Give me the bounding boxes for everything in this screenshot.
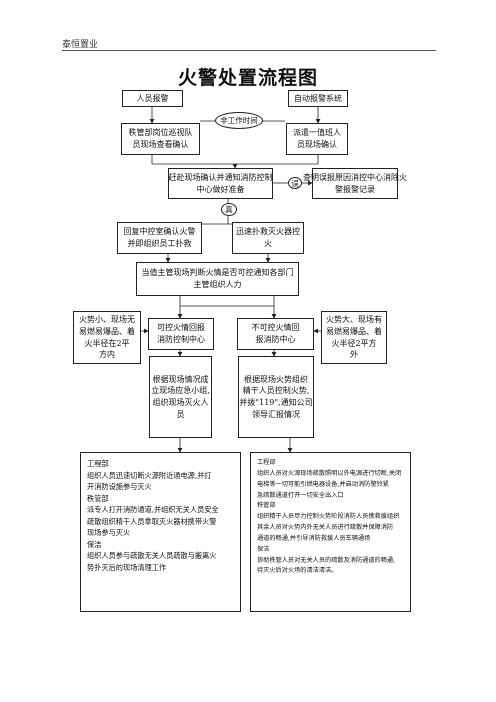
- uncontrollable-box: 不可控火情回报消防中心: [237, 318, 314, 350]
- person-report-box: 人员报警: [122, 90, 183, 107]
- header-divider: [62, 50, 436, 51]
- duties-left-box: 工程部 组织人员迅速切断火源附近通电源,并打 开消防设施参与灭火 秩管部 派专人…: [80, 452, 241, 612]
- manual-confirm-box: 秩管部岗位巡视队员现场查看确认: [121, 123, 200, 155]
- extinguish-box: 迅速扑救灭火器控火: [232, 222, 304, 254]
- false-alarm-oval: 误: [288, 177, 302, 189]
- small-fire-note-box: 火势小、现场无易燃易爆品、着火半径在2平方内: [73, 311, 141, 364]
- real-alarm-oval: 真: [221, 203, 237, 216]
- organize-rescue-box: 根据现场情况成立现场应急小组,组织现场灭火人员: [149, 356, 212, 438]
- large-fire-note-box: 火势大、现场有易燃易爆品、着火半径2平方外: [321, 311, 387, 364]
- duties-right-box: 工程部 组织人员对火源现场疏散照明以外电源进行切断,关闭 电梯等一切可能引燃电器…: [250, 452, 411, 612]
- send-staff-box: 派遣一值班人员现场确认: [286, 123, 348, 155]
- rush-scene-box: 赶赴现场确认并通知消防控制中心做好准备: [168, 168, 273, 199]
- page-title: 火警处置流程图: [177, 67, 318, 89]
- non-work-time-oval: 非工作时间: [215, 112, 263, 129]
- supervisor-box: 当值主管现场判断火情是否可控通知各部门主管组织人力: [136, 262, 299, 296]
- controllable-box: 可控火情回报消防控制中心: [148, 318, 214, 350]
- call-119-box: 根据现场火势组织精干人员控制火势,并拨"119",通知公司领导汇报情况: [238, 356, 314, 438]
- check-cause-box: 查明误报原因消控中心消除火警报警记录: [303, 168, 407, 199]
- report-back-box: 回复中控室确认火警并即组织员工扑救: [117, 222, 202, 254]
- company-header: 泰恒置业: [62, 40, 99, 50]
- auto-alarm-box: 自动报警系统: [288, 90, 348, 107]
